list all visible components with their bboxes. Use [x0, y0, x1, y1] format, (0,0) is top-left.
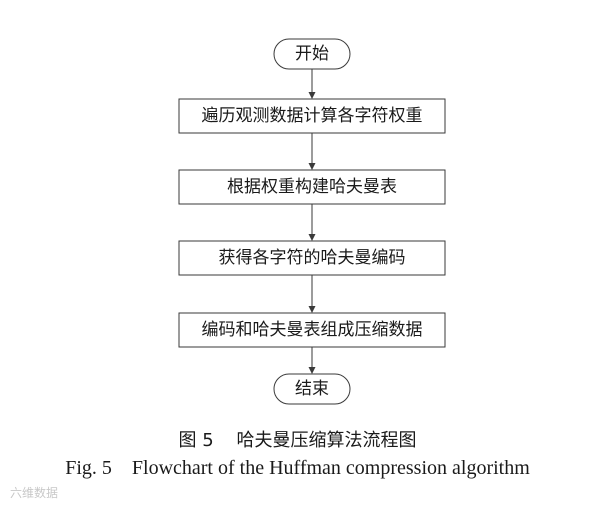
flow-node-step1: 遍历观测数据计算各字符权重	[178, 98, 446, 134]
flow-node-step3: 获得各字符的哈夫曼编码	[178, 240, 446, 276]
terminal-shape	[273, 373, 351, 405]
arrowhead	[308, 306, 316, 313]
watermark-logo: 六维数据	[10, 486, 59, 500]
arrow-step2-to-step3	[308, 204, 316, 241]
flow-node-label: 遍历观测数据计算各字符权重	[202, 106, 423, 126]
process-box	[178, 312, 446, 348]
figure-caption-chinese: 图 5 哈夫曼压缩算法流程图	[178, 430, 417, 451]
arrow-step4-to-end	[308, 347, 316, 374]
flow-node-label: 开始	[295, 44, 329, 64]
flow-node-label: 编码和哈夫曼表组成压缩数据	[202, 320, 423, 340]
flow-node-label: 根据权重构建哈夫曼表	[227, 177, 397, 197]
flow-node-start: 开始	[273, 38, 351, 70]
figure-caption-english: Fig. 5 Flowchart of the Huffman compress…	[65, 457, 530, 479]
arrowhead	[308, 234, 316, 241]
flow-node-step2: 根据权重构建哈夫曼表	[178, 169, 446, 205]
flow-node-end: 结束	[273, 373, 351, 405]
arrowhead	[308, 367, 316, 374]
arrow-step1-to-step2	[308, 133, 316, 170]
process-box	[178, 169, 446, 205]
process-box	[178, 240, 446, 276]
arrow-step3-to-step4	[308, 275, 316, 313]
arrow-start-to-step1	[308, 69, 316, 99]
arrowhead	[308, 92, 316, 99]
arrowhead	[308, 163, 316, 170]
flow-node-step4: 编码和哈夫曼表组成压缩数据	[178, 312, 446, 348]
flow-node-label: 结束	[295, 379, 329, 399]
terminal-shape	[273, 38, 351, 70]
flow-node-label: 获得各字符的哈夫曼编码	[219, 248, 406, 268]
process-box	[178, 98, 446, 134]
